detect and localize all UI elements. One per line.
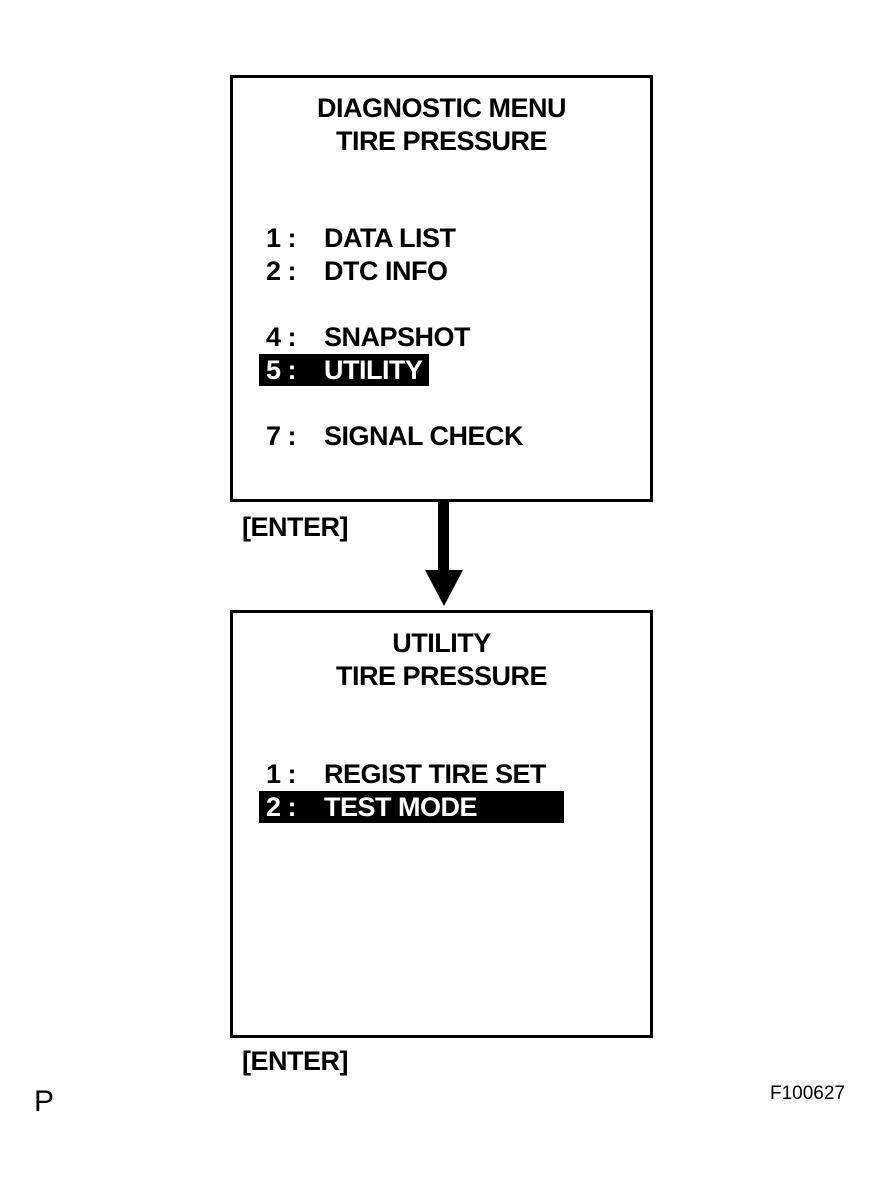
menu-item-number: 7 :: [266, 421, 297, 451]
menu-item-label: SNAPSHOT: [324, 322, 471, 352]
menu-item-snapshot[interactable]: 4 : SNAPSHOT: [259, 321, 476, 353]
menu-item-test-mode[interactable]: 2 : TEST MODE: [259, 791, 564, 823]
diagnostic-menu-screen: DIAGNOSTIC MENU TIRE PRESSURE 1 : DATA LI…: [230, 75, 653, 502]
screen-subtitle: TIRE PRESSURE: [335, 126, 548, 156]
utility-screen: UTILITY TIRE PRESSURE 1 : REGIST TIRE SET…: [230, 610, 653, 1038]
figure-code: F100627: [770, 1083, 846, 1104]
menu-item-label: SIGNAL CHECK: [324, 421, 524, 451]
menu-item-signal-check[interactable]: 7 : SIGNAL CHECK: [259, 420, 529, 452]
menu-item-number: 5 :: [266, 355, 297, 385]
corner-letter: P: [34, 1085, 55, 1118]
enter-key-label: [ENTER]: [242, 512, 349, 542]
menu-item-label: REGIST TIRE SET: [324, 759, 547, 789]
menu-item-dtc-info[interactable]: 2 : DTC INFO: [259, 255, 454, 287]
menu-item-label: TEST MODE: [324, 792, 478, 822]
menu-item-regist-tire-set[interactable]: 1 : REGIST TIRE SET: [259, 758, 552, 790]
menu-item-label: DATA LIST: [324, 223, 456, 253]
menu-item-number: 1 :: [266, 223, 297, 253]
menu-item-label: UTILITY: [324, 355, 423, 385]
down-arrow-icon: [425, 502, 463, 606]
menu-item-label: DTC INFO: [324, 256, 448, 286]
menu-item-number: 2 :: [266, 792, 297, 822]
menu-item-number: 2 :: [266, 256, 297, 286]
screen-subtitle: TIRE PRESSURE: [335, 661, 548, 691]
enter-key-label: [ENTER]: [242, 1046, 349, 1076]
menu-item-utility[interactable]: 5 : UTILITY: [259, 354, 429, 386]
menu-item-number: 1 :: [266, 759, 297, 789]
menu-item-number: 4 :: [266, 322, 297, 352]
screen-title: DIAGNOSTIC MENU: [317, 93, 567, 123]
screen-title: UTILITY: [392, 628, 491, 658]
menu-item-data-list[interactable]: 1 : DATA LIST: [259, 222, 461, 254]
